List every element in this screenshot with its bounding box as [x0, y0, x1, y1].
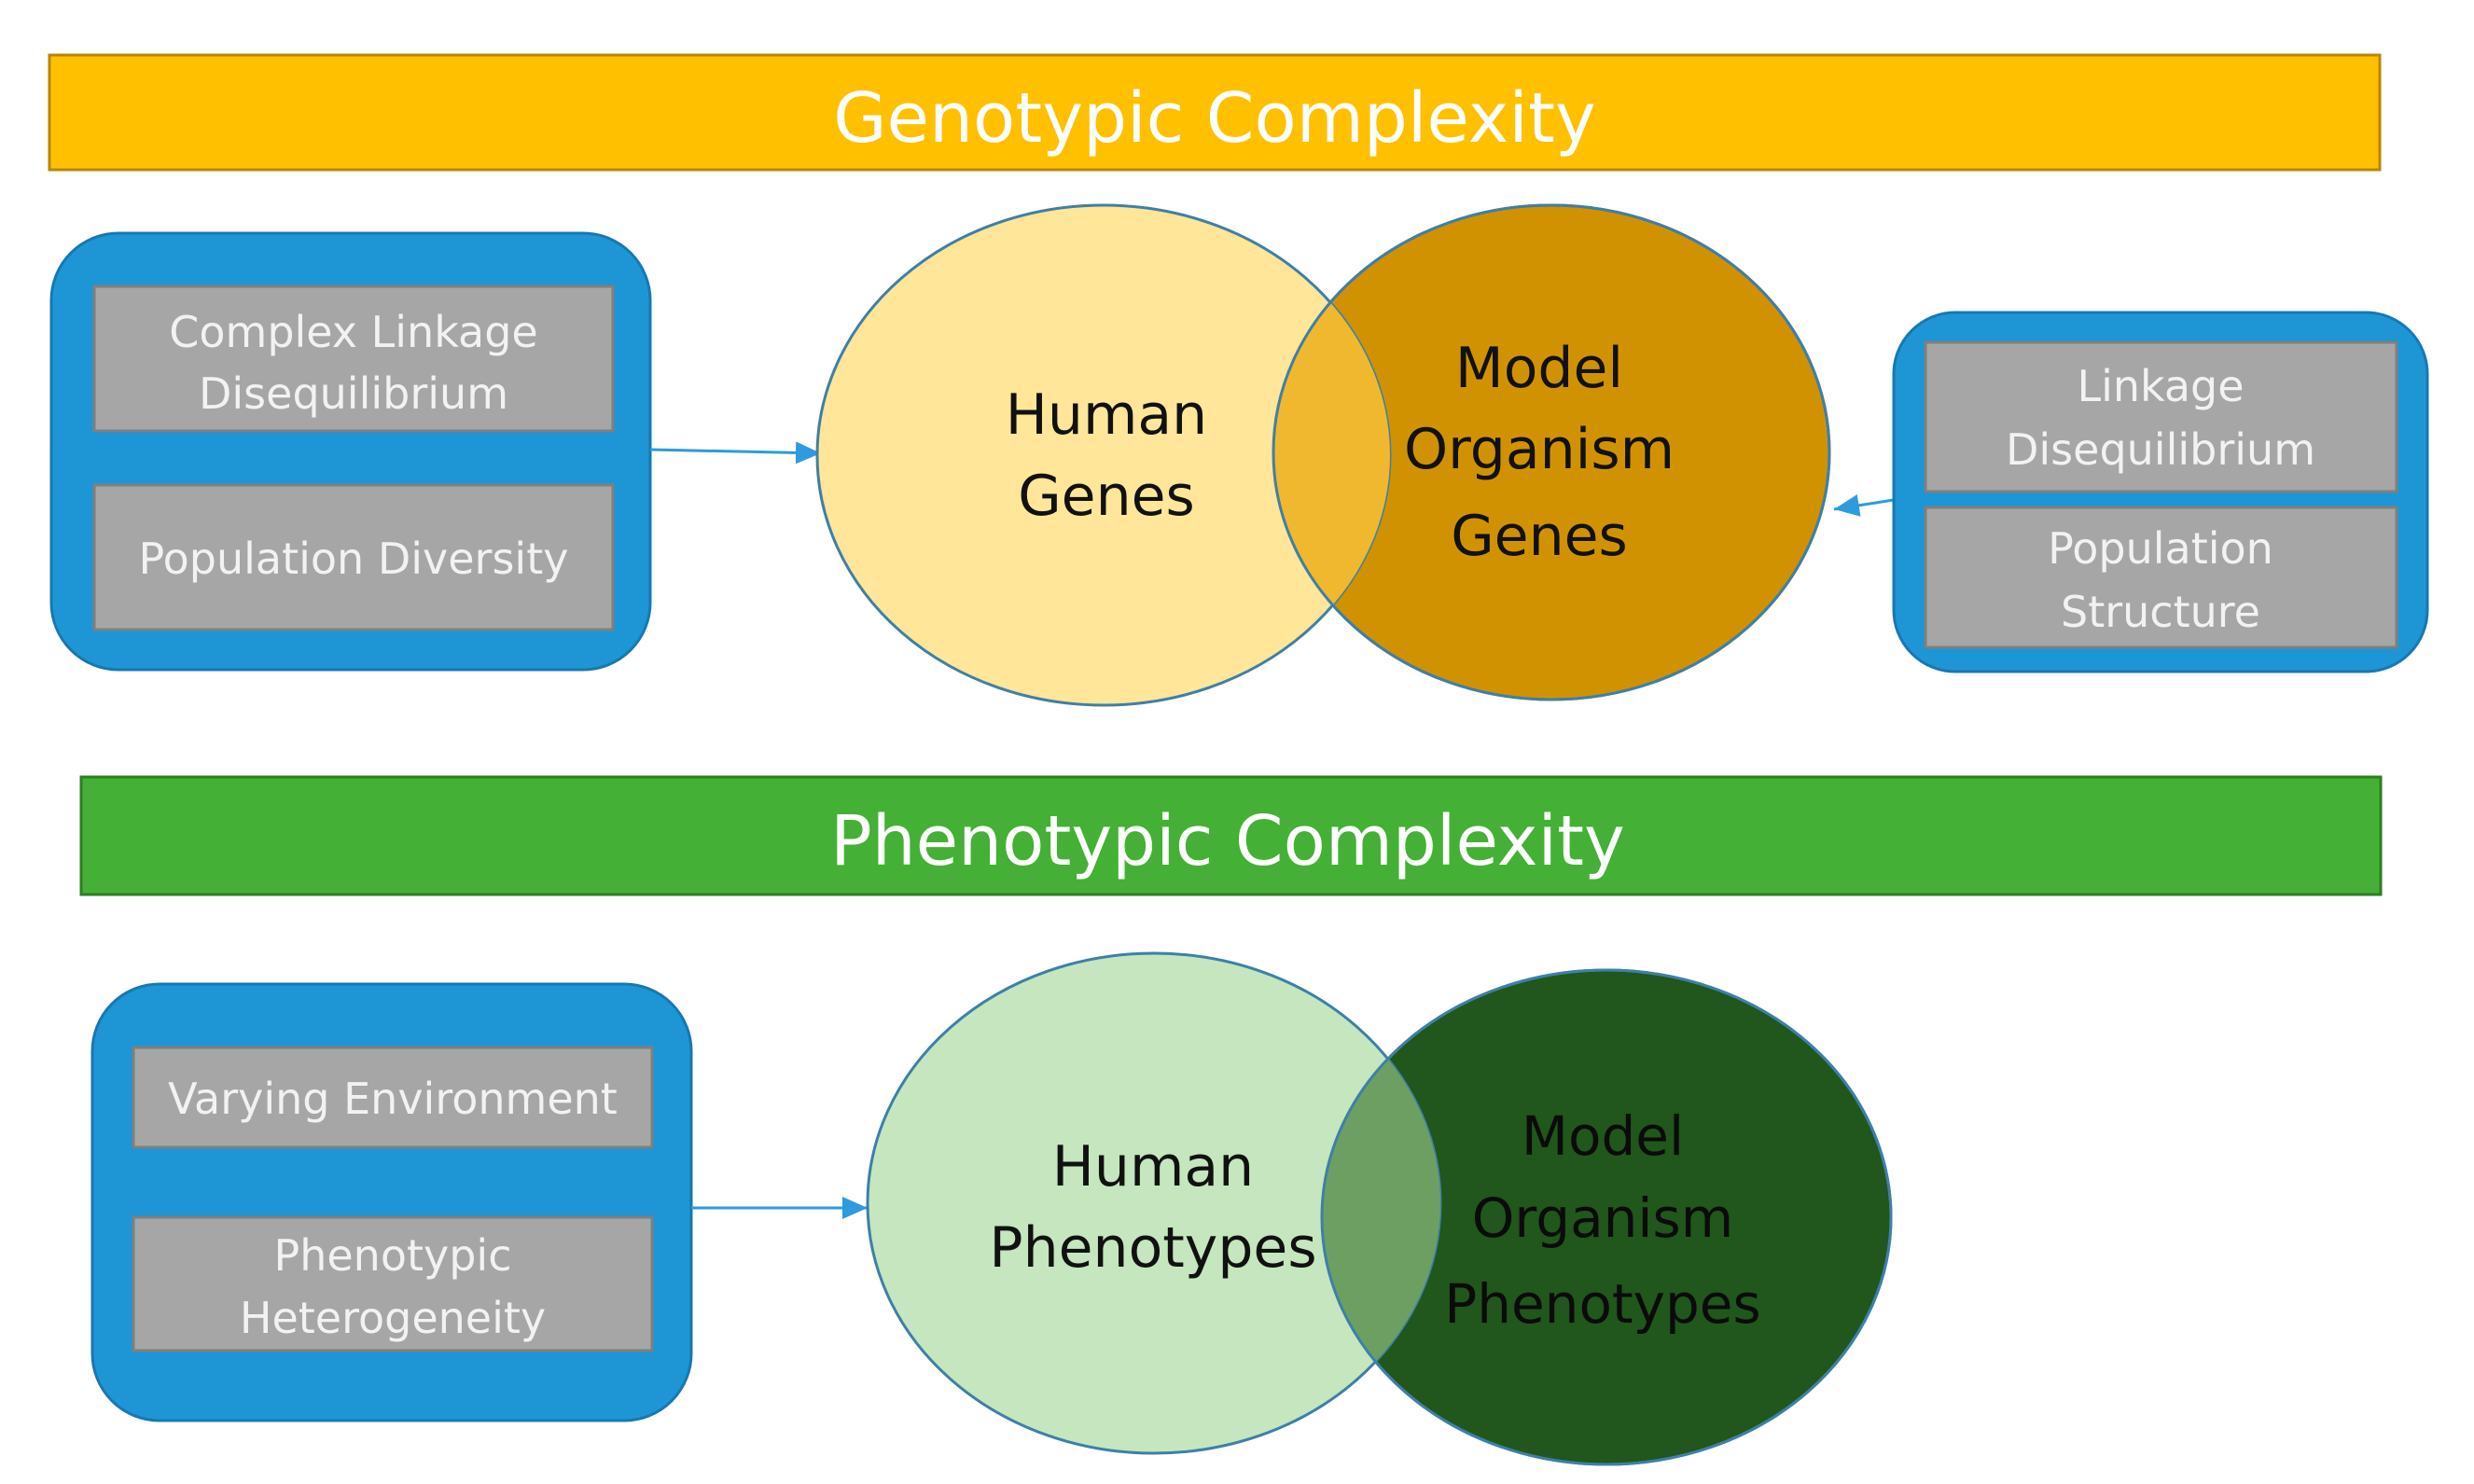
phenotypic-complexity-banner: Phenotypic Complexity: [79, 775, 2383, 896]
arrow-to-model-genes: [1833, 493, 1895, 517]
factor-label-linkage-line2: Disequilibrium: [2006, 424, 2315, 475]
human-genes-label-line2: Genes: [1018, 464, 1195, 529]
factor-label-population-structure-line2: Structure: [2061, 587, 2260, 637]
model-genes-label-line3: Genes: [1451, 504, 1628, 569]
model-phenotypes-label-line2: Organism: [1472, 1186, 1733, 1250]
genotypic-title: Genotypic Complexity: [833, 78, 1596, 159]
factor-box-varying-environment: [132, 1046, 654, 1149]
model-phenotypes-label-line3: Phenotypes: [1444, 1272, 1760, 1336]
genotypic-right-panel: Linkage Disequilibrium Population Struct…: [1892, 311, 2429, 673]
human-genes-label-line1: Human: [1006, 382, 1207, 448]
phenotypic-title: Phenotypic Complexity: [830, 801, 1625, 881]
factor-label-phenotypic-heterogeneity-line1: Phenotypic: [273, 1230, 511, 1281]
model-genes-label-line1: Model: [1455, 336, 1623, 401]
factor-box-population-structure: [1924, 506, 2398, 649]
arrow-to-human-genes: [649, 441, 822, 465]
factor-label-population-diversity: Population Diversity: [139, 534, 569, 584]
model-phenotypes-label-line1: Model: [1522, 1104, 1684, 1168]
human-phenotypes-label-line1: Human: [1052, 1134, 1254, 1200]
factor-label-varying-environment: Varying Environment: [168, 1074, 618, 1124]
genotypic-complexity-banner: Genotypic Complexity: [48, 53, 2382, 172]
factor-label-complex-linkage-line1: Complex Linkage: [169, 307, 537, 357]
factor-box-phenotypic-heterogeneity: [132, 1215, 654, 1352]
genes-venn: Human Genes Model Organism Genes: [815, 203, 1831, 707]
model-genes-outline: [1272, 203, 1831, 701]
phenotypes-venn: Human Phenotypes Model Organism Phenotyp…: [866, 951, 1893, 1466]
factor-box-complex-linkage: [92, 284, 615, 433]
phenotypic-banner-bg: [79, 775, 2383, 896]
factor-label-complex-linkage-line2: Disequilibrium: [199, 368, 508, 419]
model-phenotypes-outline: [1320, 968, 1893, 1466]
factor-box-linkage: [1924, 340, 2398, 493]
human-phenotypes-label-line2: Phenotypes: [989, 1215, 1316, 1281]
genotypic-banner-bg: [48, 53, 2382, 172]
factor-label-linkage-line1: Linkage: [2077, 361, 2244, 411]
factor-label-population-structure-line1: Population: [2048, 523, 2273, 574]
model-genes-label-line2: Organism: [1404, 417, 1675, 482]
factor-label-phenotypic-heterogeneity-line2: Heterogeneity: [240, 1293, 546, 1343]
phenotypic-left-panel: Varying Environment Phenotypic Heterogen…: [90, 982, 693, 1422]
factor-box-population-diversity: [92, 483, 615, 631]
genotypic-left-panel: Complex Linkage Disequilibrium Populatio…: [49, 231, 652, 672]
